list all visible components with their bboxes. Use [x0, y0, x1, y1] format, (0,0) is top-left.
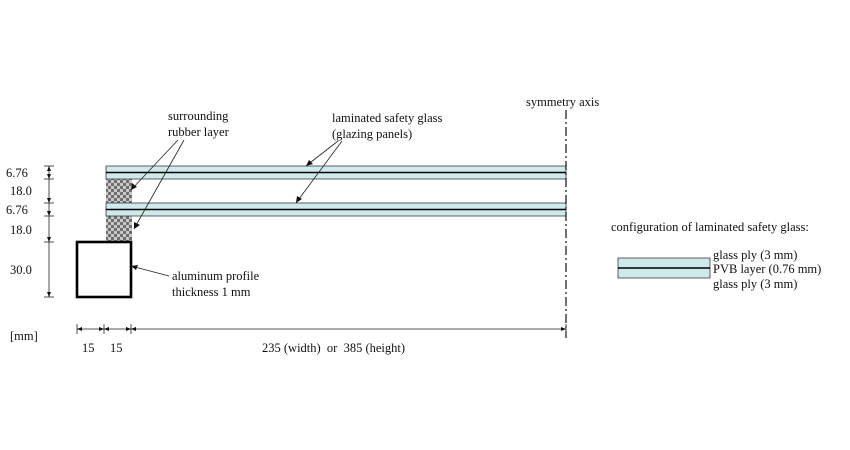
- config-top-label: glass ply (3 mm): [713, 248, 797, 262]
- unit-label: [mm]: [10, 329, 38, 343]
- rubber-label-line1: surrounding: [168, 109, 229, 123]
- rubber-layer-upper: [106, 179, 132, 203]
- rubber-label-line2: rubber layer: [168, 125, 230, 139]
- hdim-glass-span: 235 (width) or 385 (height): [262, 341, 405, 355]
- vdim-gap-lower: 18.0: [10, 223, 32, 237]
- vertical-dimension-line: [44, 165, 54, 298]
- vdim-profile: 30.0: [10, 263, 32, 277]
- rubber-layer-lower: [106, 216, 132, 242]
- profile-label-line2: thickness 1 mm: [172, 285, 251, 299]
- vdim-glass-upper: 6.76: [6, 166, 28, 180]
- config-title: configuration of laminated safety glass:: [611, 220, 809, 234]
- symmetry-axis-label: symmetry axis: [526, 95, 599, 109]
- glass-label-line1: laminated safety glass: [332, 111, 443, 125]
- config-glass-sample: [617, 257, 711, 279]
- hdim-profile: 15: [110, 341, 123, 355]
- config-middle-label: PVB layer (0.76 mm): [713, 262, 821, 276]
- aluminum-profile: [75, 240, 133, 299]
- vdim-gap-upper: 18.0: [10, 184, 32, 198]
- rubber-leader-lines: [130, 139, 185, 230]
- profile-leader-line: [130, 265, 170, 277]
- profile-label-line1: aluminum profile: [172, 269, 260, 283]
- hdim-rubber: 15: [82, 341, 95, 355]
- config-bottom-label: glass ply (3 mm): [713, 277, 797, 291]
- glass-panel-upper: [105, 165, 567, 180]
- glass-panel-lower: [105, 202, 567, 217]
- glass-leader-lines: [295, 140, 343, 204]
- horizontal-dimension-line: [76, 324, 567, 334]
- glass-label-line2: (glazing panels): [332, 127, 412, 141]
- vdim-glass-lower: 6.76: [6, 203, 28, 217]
